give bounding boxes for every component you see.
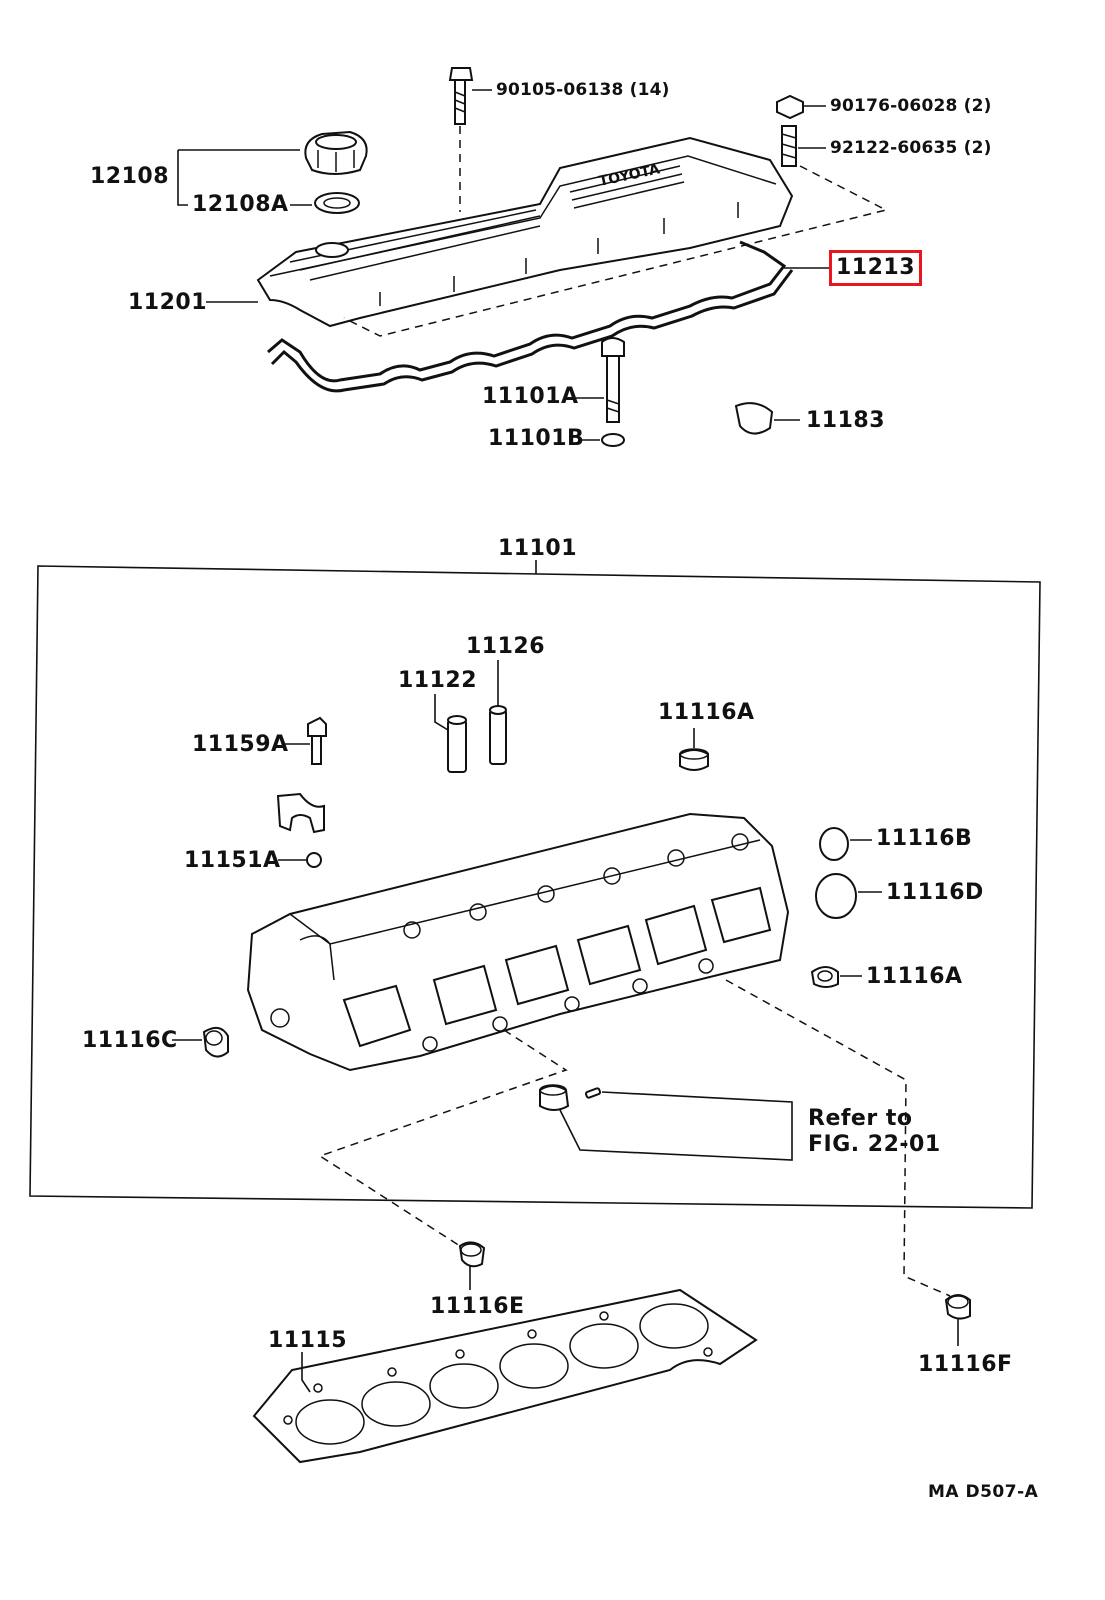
- bolt-90105[interactable]: [448, 67, 474, 212]
- camshaft-bearing-cap[interactable]: [276, 792, 325, 834]
- plug-11116B[interactable]: [819, 827, 849, 861]
- label-92122-60635[interactable]: 92122-60635 (2): [830, 138, 992, 158]
- bolt-11159A[interactable]: [307, 716, 327, 765]
- diagram-code: MA D507-A: [928, 1482, 1039, 1502]
- plug-11116E[interactable]: [458, 1241, 486, 1268]
- label-11159A[interactable]: 11159A: [192, 732, 289, 757]
- plug-11183[interactable]: [734, 402, 774, 435]
- pin-11151A[interactable]: [306, 852, 322, 868]
- bolt-11101A[interactable]: [601, 337, 625, 423]
- head-ports: [342, 886, 772, 1048]
- label-11116E[interactable]: 11116E: [430, 1294, 525, 1319]
- plug-11116D[interactable]: [815, 873, 857, 919]
- label-11116F[interactable]: 11116F: [918, 1352, 1013, 1377]
- label-12108[interactable]: 12108: [90, 164, 170, 189]
- label-11116B[interactable]: 11116B: [876, 826, 973, 851]
- valve-guide-11126[interactable]: [489, 705, 507, 765]
- label-90176-06028[interactable]: 90176-06028 (2): [830, 96, 992, 116]
- small-pin[interactable]: [584, 1087, 602, 1099]
- refer-to-text: Refer to: [808, 1106, 913, 1131]
- cover-bosses: [379, 202, 739, 306]
- washer-11101B[interactable]: [601, 433, 625, 447]
- label-12108A[interactable]: 12108A: [192, 192, 289, 217]
- label-11151A[interactable]: 11151A: [184, 848, 281, 873]
- refer-fig-link[interactable]: FIG. 22-01: [808, 1132, 941, 1157]
- label-11116D[interactable]: 11116D: [886, 880, 984, 905]
- union-fitting[interactable]: [539, 1084, 570, 1111]
- label-11116C[interactable]: 11116C: [82, 1028, 178, 1053]
- plug-11116A-top[interactable]: [679, 748, 709, 771]
- plug-11116A-side[interactable]: [810, 966, 839, 988]
- valve-guide-11122[interactable]: [447, 715, 467, 773]
- oil-filler-cap-12108[interactable]: [304, 130, 368, 175]
- label-11101A[interactable]: 11101A: [482, 384, 579, 409]
- label-11115[interactable]: 11115: [268, 1328, 348, 1353]
- head-gasket-11115[interactable]: [252, 1288, 758, 1464]
- valve-cover-11201[interactable]: TOYOTA: [256, 136, 794, 328]
- label-11201[interactable]: 11201: [128, 290, 208, 315]
- head-valve-bores: [270, 833, 749, 1052]
- label-11122[interactable]: 11122: [398, 668, 478, 693]
- label-11101[interactable]: 11101: [498, 536, 578, 561]
- label-11101B[interactable]: 11101B: [488, 426, 585, 451]
- label-11126[interactable]: 11126: [466, 634, 546, 659]
- cylinder-head-11101[interactable]: [246, 812, 790, 1072]
- label-11116A-top[interactable]: 11116A: [658, 700, 755, 725]
- cylinder-head-frame: [29, 565, 1041, 1209]
- label-11183[interactable]: 11183: [806, 408, 886, 433]
- label-11213-highlighted[interactable]: 11213: [828, 250, 923, 286]
- valve-cover-gasket-11213[interactable]: [267, 240, 794, 393]
- cap-gasket-12108A[interactable]: [314, 192, 360, 214]
- plug-11116C[interactable]: [202, 1026, 229, 1058]
- plug-11116F[interactable]: [944, 1294, 971, 1320]
- label-11116A-side[interactable]: 11116A: [866, 964, 963, 989]
- label-90105-06138[interactable]: 90105-06138 (14): [496, 80, 670, 100]
- stud-92122[interactable]: [781, 125, 797, 167]
- nut-90176[interactable]: [776, 94, 804, 120]
